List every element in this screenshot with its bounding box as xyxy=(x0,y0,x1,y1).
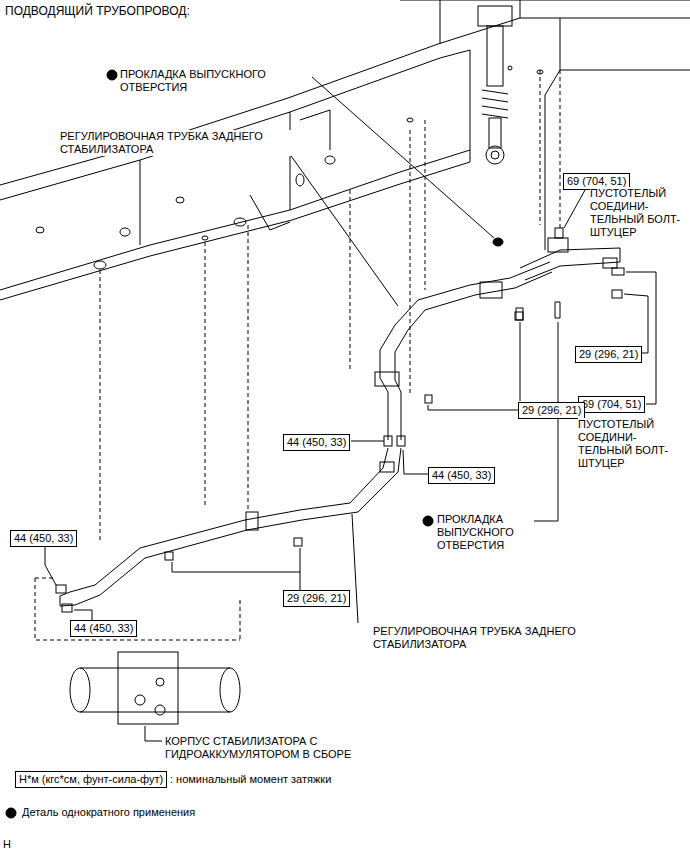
torque-value: 29 (296, 21) xyxy=(287,592,346,604)
leader-lines xyxy=(45,77,656,741)
torque-box: 44 (450, 33) xyxy=(283,434,350,451)
legend-bullet xyxy=(6,808,16,818)
torque-box: 29 (296, 21) xyxy=(283,590,350,607)
frame xyxy=(0,0,690,300)
torque-value: Н*м (кгс*см, фунт-сила-фут) xyxy=(19,773,163,785)
part-name: ПУСТОТЕЛЫЙ СОЕДИНИ- ТЕЛЬНЫЙ БОЛТ-ШТУЦЕР xyxy=(590,187,690,239)
torque-value: 44 (450, 33) xyxy=(74,622,133,634)
part-name: РЕГУЛИРОВОЧНАЯ ТРУБКА ЗАДНЕГО СТАБИЛИЗАТ… xyxy=(60,130,292,156)
part-name: КОРПУС СТАБИЛИЗАТОРА С ГИДРОАККУМУЛЯТОРО… xyxy=(165,735,401,761)
torque-box: 29 (296, 21) xyxy=(518,402,585,419)
bullet xyxy=(423,516,433,526)
guide-lines xyxy=(35,70,560,640)
torque-box: 44 (450, 33) xyxy=(428,467,495,484)
torque-box: 69 (704, 51) xyxy=(578,396,645,413)
stabilizer-body xyxy=(70,652,240,724)
part-name: ПУСТОТЕЛЫЙ СОЕДИНИ- ТЕЛЬНЫЙ БОЛТ-ШТУЦЕР xyxy=(578,418,686,470)
bullet xyxy=(107,70,117,80)
torque-value: 29 (296, 21) xyxy=(522,404,581,416)
legend-text: Деталь однократного применения xyxy=(22,806,195,819)
legend-text: : номинальный момент затяжки xyxy=(170,773,331,786)
torque-value: 29 (296, 21) xyxy=(579,348,638,360)
legend-sample-box: Н*м (кгс*см, фунт-сила-фут) xyxy=(15,771,167,788)
pipes xyxy=(56,262,552,612)
torque-value: 69 (704, 51) xyxy=(567,175,626,187)
torque-value: 69 (704, 51) xyxy=(582,398,641,410)
figure-code: H xyxy=(3,838,11,851)
torque-value: 44 (450, 33) xyxy=(432,469,491,481)
part-name: ПРОКЛАДКА ВЫПУСКНОГО ОТВЕРСТИЯ xyxy=(437,513,533,552)
part-name: РЕГУЛИРОВОЧНАЯ ТРУБКА ЗАДНЕГО СТАБИЛИЗАТ… xyxy=(373,625,578,651)
torque-box: 44 (450, 33) xyxy=(70,620,137,637)
torque-box: 44 (450, 33) xyxy=(10,530,77,547)
torque-box: 29 (296, 21) xyxy=(575,346,642,363)
torque-value: 44 (450, 33) xyxy=(287,436,346,448)
junction-block xyxy=(480,228,624,320)
torque-value: 44 (450, 33) xyxy=(14,532,73,544)
part-name: ПРОКЛАДКА ВЫПУСКНОГО ОТВЕРСТИЯ xyxy=(120,68,290,94)
shock-absorber xyxy=(478,6,512,164)
title: ПОДВОДЯЩИЙ ТРУБОПРОВОД: xyxy=(5,4,190,18)
